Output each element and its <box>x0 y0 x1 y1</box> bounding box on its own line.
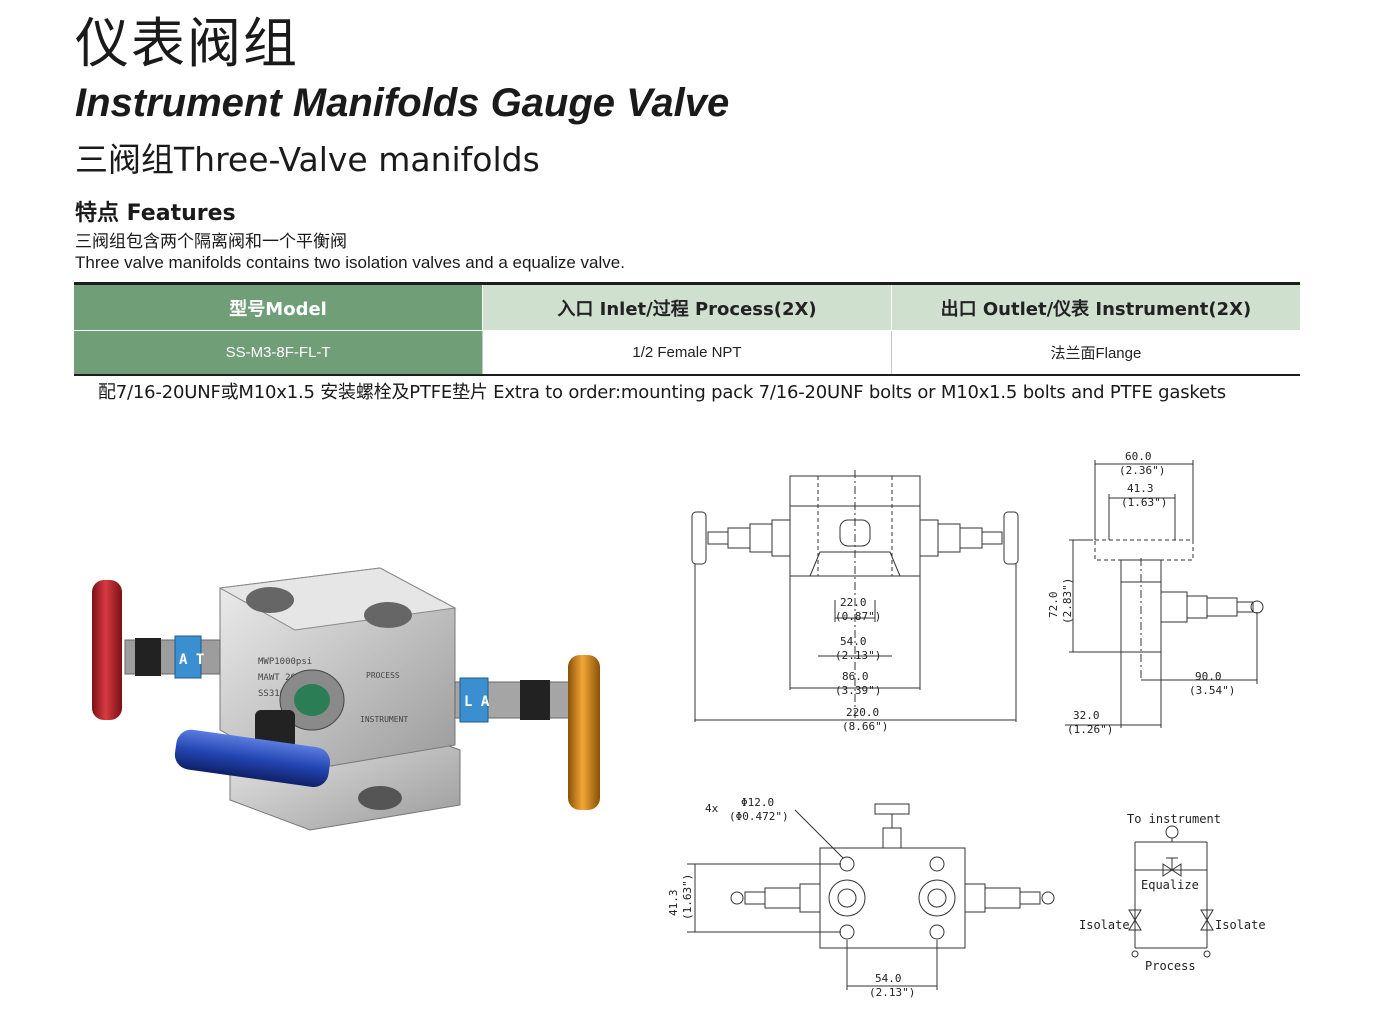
dim-41-in: (1.63") <box>681 874 694 920</box>
features-desc-en: Three valve manifolds contains two isola… <box>75 253 625 272</box>
flow-schematic: To instrument Equalize Isolate Isolate P… <box>1079 812 1265 973</box>
dim-60-in: (2.36") <box>1119 464 1165 477</box>
features-heading: 特点 Features <box>75 201 236 226</box>
dim-32: 32.0 <box>1073 709 1100 722</box>
label-process: Process <box>1145 959 1196 973</box>
dim-54: 54.0 <box>840 635 867 648</box>
hole-diameter-in: (Φ0.472") <box>729 810 789 823</box>
dim-90: 90.0 <box>1195 670 1222 683</box>
front-view-drawing: 22.0 (0.87") 54.0 (2.13") 86.0 (3.39") 2… <box>691 470 1019 733</box>
equalize-knob <box>294 684 330 716</box>
dim-86-in: (3.39") <box>835 684 881 697</box>
dim-72: 72.0 <box>1047 592 1060 619</box>
header-inlet: 入口 Inlet/过程 Process(2X) <box>482 283 892 331</box>
dim-54-in: (2.13") <box>869 986 915 999</box>
dim-90-in: (3.54") <box>1189 684 1235 697</box>
dim-220-in: (8.66") <box>842 720 888 733</box>
label-isolate-left: Isolate <box>1079 918 1130 932</box>
hole-diameter: Φ12.0 <box>741 796 774 809</box>
dim-54: 54.0 <box>875 972 902 985</box>
product-subtitle: 三阀组Three-Valve manifolds <box>75 140 540 179</box>
knurl-nut <box>520 680 550 720</box>
label-equalize: Equalize <box>1141 878 1199 892</box>
hole-qty: 4x <box>705 802 719 815</box>
cell-inlet: 1/2 Female NPT <box>482 330 892 375</box>
band-text: A T <box>179 652 204 668</box>
handle-blue <box>174 729 331 787</box>
dim-60: 60.0 <box>1125 450 1152 463</box>
dim-54-in: (2.13") <box>835 649 881 662</box>
mounting-note: 配7/16-20UNF或M10x1.5 安装螺栓及PTFE垫片 Extra to… <box>98 382 1226 403</box>
dim-220: 220.0 <box>846 706 879 719</box>
label-isolate-right: Isolate <box>1215 918 1265 932</box>
cell-outlet: 法兰面Flange <box>1050 345 1142 362</box>
header-model: 型号Model <box>74 283 484 331</box>
page-title-en: Instrument Manifolds Gauge Valve <box>75 81 730 125</box>
band-text: L A <box>464 694 490 710</box>
top-view-drawing: 4x Φ12.0 (Φ0.472") 41.3 (1.63") 54.0 (2.… <box>667 796 1055 999</box>
color-band-left <box>174 635 202 679</box>
knurl-nut <box>135 638 161 676</box>
dim-22: 22.0 <box>840 596 867 609</box>
spec-table: 型号Model 入口 Inlet/过程 Process(2X) 出口 Outle… <box>74 282 1300 376</box>
dim-41: 41.3 <box>1127 482 1154 495</box>
page-title-cn: 仪表阀组 <box>75 12 299 75</box>
color-band-right <box>459 677 489 723</box>
dim-72-in: (2.83") <box>1061 578 1074 624</box>
table-row: SS-M3-8F-FL-T 1/2 Female NPT 法兰面Flange <box>74 330 1300 375</box>
product-photo: MWP1000psi MAWT 200°C SS316 PROCESS INST… <box>92 567 600 831</box>
port-hole <box>246 587 294 613</box>
label-process: PROCESS <box>366 671 400 680</box>
dim-41-in: (1.63") <box>1121 496 1167 509</box>
body-marking: MWP1000psi <box>258 657 312 667</box>
label-to-instrument: To instrument <box>1127 812 1221 826</box>
features-desc-cn: 三阀组包含两个隔离阀和一个平衡阀 <box>75 232 347 252</box>
cell-model: SS-M3-8F-FL-T <box>74 330 484 375</box>
handle-red <box>92 580 122 720</box>
label-instrument: INSTRUMENT <box>360 715 408 724</box>
dim-22-in: (0.87") <box>835 610 881 623</box>
side-view-drawing: 60.0 (2.36") 41.3 (1.63") 72.0 (2.83") 9… <box>1047 450 1264 736</box>
spec-table-header-row: 型号Model 入口 Inlet/过程 Process(2X) 出口 Outle… <box>74 283 1300 331</box>
mount-hole <box>358 786 402 810</box>
port-hole <box>364 602 412 628</box>
handle-orange <box>568 655 600 810</box>
body-marking: MAWT 200°C <box>258 673 312 683</box>
dim-41: 41.3 <box>667 890 680 917</box>
body-marking: SS316 <box>258 689 285 699</box>
dim-32-in: (1.26") <box>1067 723 1113 736</box>
header-outlet: 出口 Outlet/仪表 Instrument(2X) <box>891 283 1300 331</box>
dim-86: 86.0 <box>842 670 869 683</box>
